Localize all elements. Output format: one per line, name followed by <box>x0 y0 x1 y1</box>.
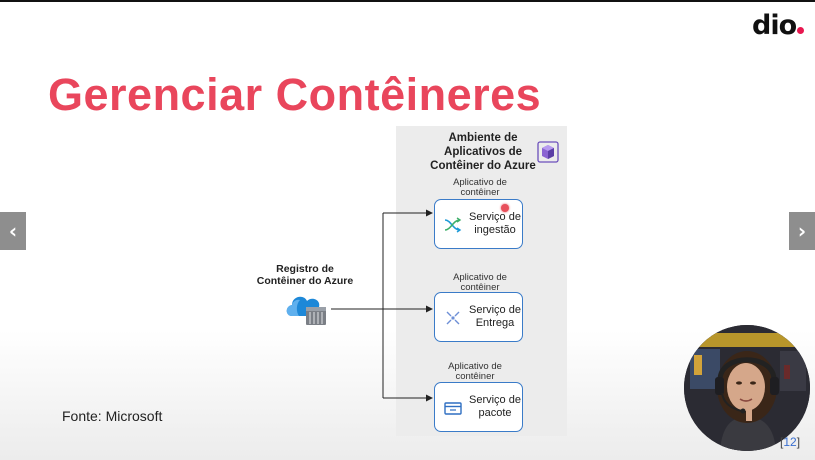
ingestion-service-card: Serviço de ingestão <box>434 199 523 249</box>
service-name: Serviço de ingestão <box>465 200 525 248</box>
app-label-line: contêiner <box>455 371 495 382</box>
app-label: Aplicativo de contêiner <box>430 178 530 198</box>
package-service-card: Serviço de pacote <box>434 382 523 432</box>
source-caption: Fonte: Microsoft <box>62 408 163 424</box>
app-label-line: contêiner <box>460 282 500 293</box>
chevron-left-icon: ‹ <box>8 219 18 243</box>
environment-title-line: Ambiente de <box>448 132 518 144</box>
service-name-line: Serviço de <box>469 304 521 316</box>
page-number: [12] <box>780 435 801 449</box>
top-border <box>0 0 815 2</box>
service-name: Serviço de pacote <box>465 383 525 431</box>
chevron-right-icon: › <box>797 219 807 243</box>
app-label: Aplicativo de contêiner <box>425 362 525 382</box>
service-name-line: Serviço de <box>469 394 521 406</box>
registry-label-line: Registro de <box>276 263 334 275</box>
presenter-webcam <box>684 325 810 451</box>
environment-title-line: Contêiner do Azure <box>430 160 536 172</box>
service-name-line: Serviço de <box>469 211 521 223</box>
slide-title: Gerenciar Contêineres <box>48 69 542 120</box>
previous-slide-button[interactable]: ‹ <box>0 212 26 250</box>
registry-label: Registro de Contêiner do Azure <box>250 263 360 287</box>
service-name: Serviço de Entrega <box>465 293 525 341</box>
container-apps-icon <box>537 141 559 163</box>
app-label-line: contêiner <box>460 187 500 198</box>
dio-logo: dio <box>752 10 805 41</box>
logo-text: dio <box>752 10 797 41</box>
service-name-line: ingestão <box>474 224 516 236</box>
environment-title: Ambiente de Aplicativos de Contêiner do … <box>418 131 548 173</box>
app-label-line: Aplicativo de <box>453 177 507 188</box>
delivery-icon <box>446 311 460 325</box>
container-registry-icon <box>286 296 326 325</box>
delivery-service-card: Serviço de Entrega <box>434 292 523 342</box>
service-name-line: pacote <box>478 407 512 419</box>
next-slide-button[interactable]: › <box>789 212 815 250</box>
environment-title-line: Aplicativos de <box>444 146 522 158</box>
ingestion-icon <box>444 217 462 233</box>
app-label: Aplicativo de contêiner <box>430 273 530 293</box>
presenter-image <box>684 325 810 451</box>
app-label-line: Aplicativo de <box>448 361 502 372</box>
service-name-line: Entrega <box>475 317 515 329</box>
registry-label-line: Contêiner do Azure <box>256 275 354 287</box>
cursor-indicator <box>501 204 509 212</box>
page-number-value: 12 <box>783 435 797 449</box>
logo-dot <box>797 27 805 34</box>
package-icon <box>444 402 462 415</box>
app-label-line: Aplicativo de <box>453 272 507 283</box>
